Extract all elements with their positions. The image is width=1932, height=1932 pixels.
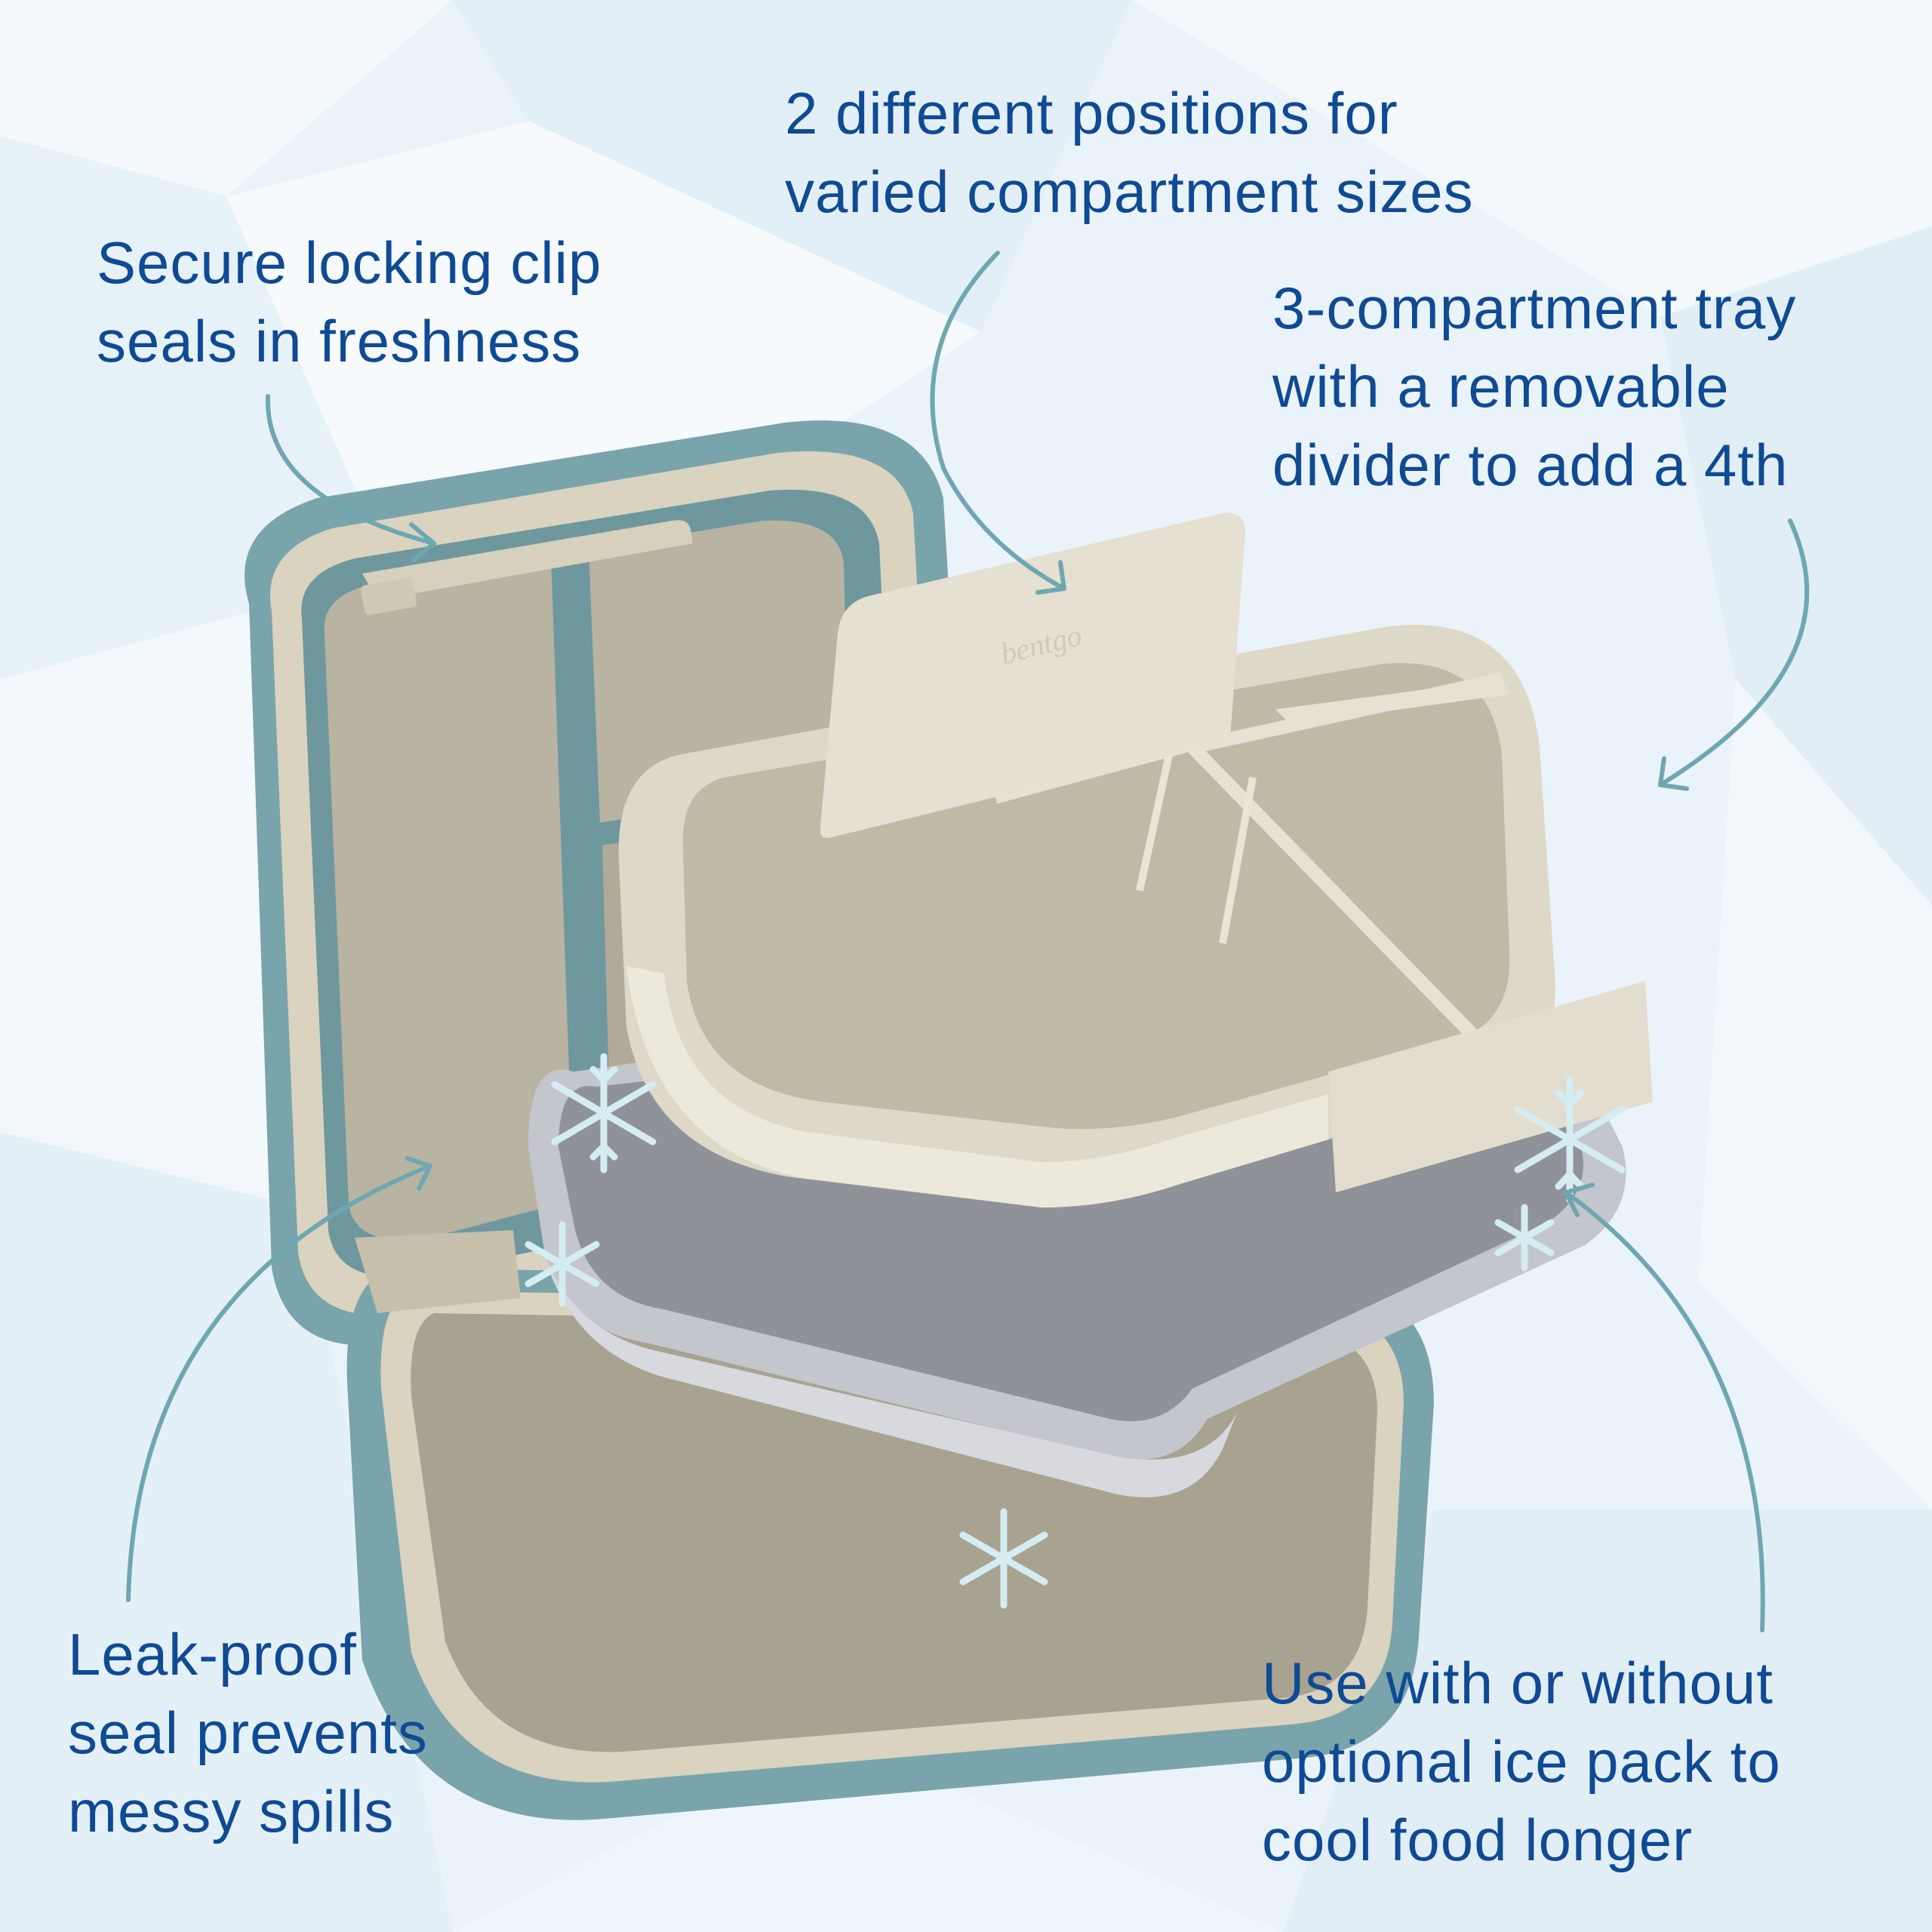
compartment-tray: bentgo <box>618 512 1653 1208</box>
arrow-ice-pack <box>1564 1190 1765 1632</box>
callout-line: cool food longer <box>1262 1807 1694 1873</box>
callout-line: Secure locking clip <box>97 229 602 296</box>
callout-line: seal prevents <box>68 1700 428 1766</box>
callout-line: seals in freshness <box>97 308 582 374</box>
arrow-compartment-tray <box>1658 518 1810 787</box>
callout-compartment-tray: 3-compartment tray with a removable divi… <box>1272 269 1796 504</box>
callout-line: with a removable <box>1272 353 1730 420</box>
locking-clip <box>362 520 693 600</box>
callout-line: 3-compartment tray <box>1272 275 1797 341</box>
callout-line: divider to add a 4th <box>1272 432 1789 498</box>
arrow-divider-positions <box>930 251 1066 591</box>
snowflake-icons <box>525 1053 1626 1609</box>
callout-divider-positions: 2 different positions for varied compart… <box>785 74 1474 231</box>
callout-arrows <box>126 251 1810 1632</box>
arrow-locking-clip <box>265 394 436 546</box>
callout-line: 2 different positions for <box>785 80 1398 146</box>
callout-line: Leak-proof <box>68 1621 357 1687</box>
callout-leak-proof: Leak-proof seal prevents messy spills <box>68 1615 428 1850</box>
callout-line: Use with or without <box>1262 1650 1774 1716</box>
callout-line: optional ice pack to <box>1262 1728 1781 1795</box>
callout-ice-pack: Use with or without optional ice pack to… <box>1262 1644 1781 1879</box>
removable-divider <box>820 512 1245 838</box>
callout-line: varied compartment sizes <box>785 158 1474 225</box>
callout-locking-clip: Secure locking clip seals in freshness <box>97 223 601 380</box>
arrow-leak-proof <box>126 1164 432 1602</box>
callout-line: messy spills <box>68 1778 395 1844</box>
